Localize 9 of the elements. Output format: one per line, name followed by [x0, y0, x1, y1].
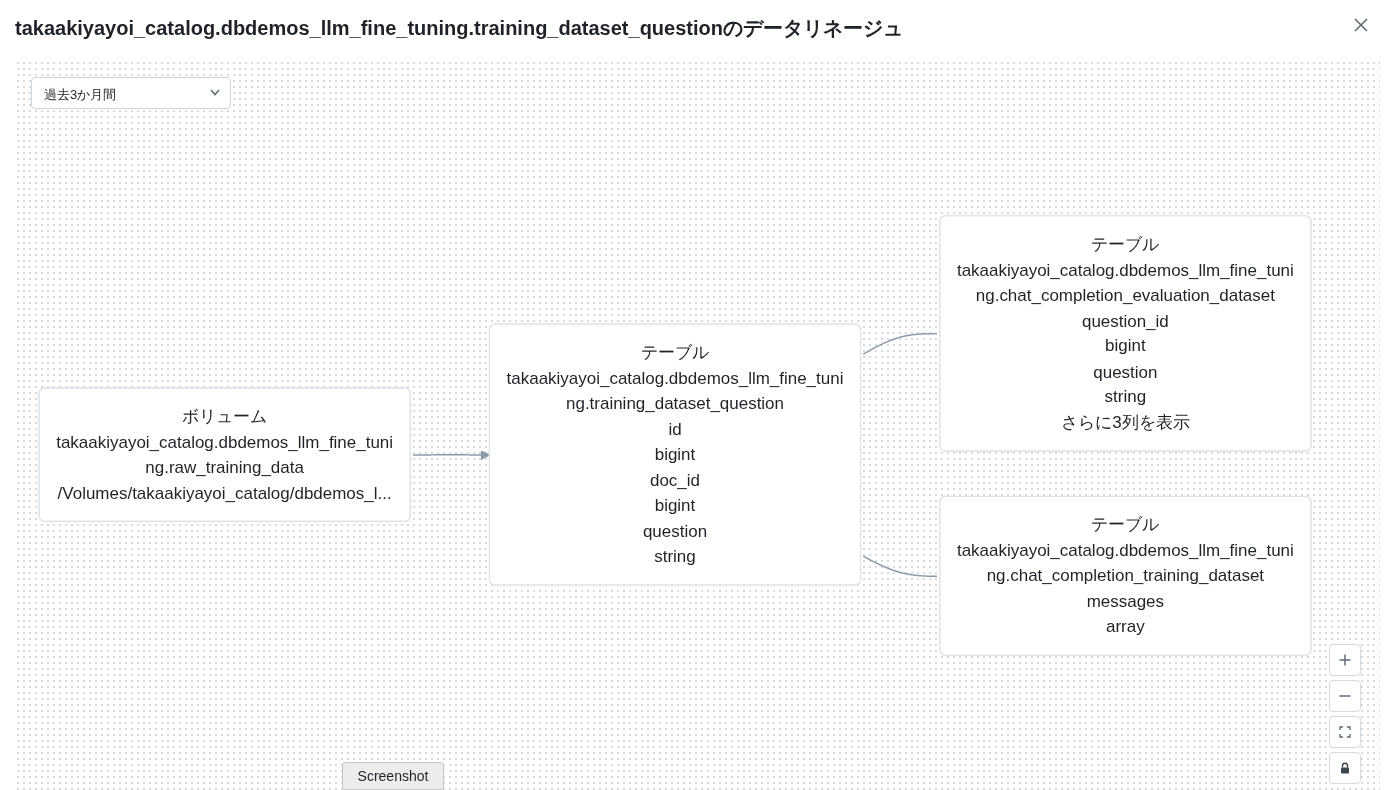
lineage-connector [862, 333, 938, 355]
period-dropdown: 過去3か月間 [31, 77, 231, 109]
dialog-title: takaakiyayoi_catalog.dbdemos_llm_fine_tuning.training_dataset_questionのデータリネージュ [15, 16, 903, 41]
lineage-card: テーブル takaakiyayoi_catalog.dbdemos_llm_fine_tuning.chat_completion_evaluation_dataset question_id bigint question string さらに3列を表示 [939, 215, 1312, 452]
lineage-connector [862, 555, 938, 578]
lineage-card: テーブル takaakiyayoi_catalog.dbdemos_llm_fine_tuning.training_dataset_question id bigint doc_id bigint question string [488, 323, 862, 586]
screenshot-button: Screenshot [342, 762, 444, 790]
lineage-card: ボリューム takaakiyayoi_catalog.dbdemos_llm_fine_tuning.raw_training_data /Volumes/takaakiyayoi_catalog/dbdemos_l... [38, 387, 411, 522]
lineage-card: テーブル takaakiyayoi_catalog.dbdemos_llm_fine_tuning.chat_completion_training_dataset messages array [939, 495, 1312, 656]
